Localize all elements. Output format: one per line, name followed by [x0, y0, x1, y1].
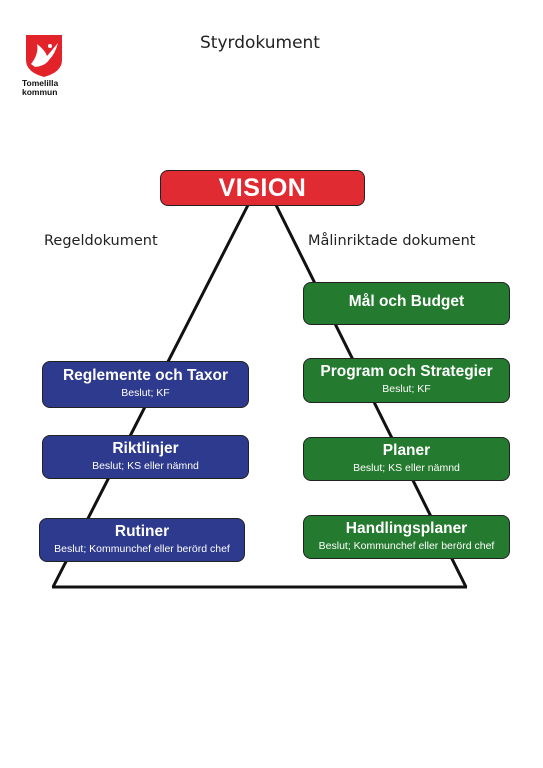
- logo-line-2: kommun: [22, 87, 58, 97]
- box-decision: Beslut; KS eller nämnd: [353, 462, 460, 474]
- box-decision: Beslut; Kommunchef eller berörd chef: [54, 543, 230, 555]
- logo-text: Tomelilla kommun: [22, 79, 72, 97]
- box-title: Rutiner: [114, 523, 170, 540]
- box-decision: Beslut; KS eller nämnd: [92, 460, 199, 472]
- box-title: Reglemente och Taxor: [62, 367, 229, 384]
- right-section-heading: Målinriktade dokument: [308, 233, 476, 249]
- rule-box-reglemente: Reglemente och Taxor Beslut; KF: [42, 361, 249, 408]
- box-decision: Beslut; Kommunchef eller berörd chef: [318, 540, 495, 552]
- box-title: Planer: [382, 442, 431, 459]
- rule-box-rutiner: Rutiner Beslut; Kommunchef eller berörd …: [39, 518, 245, 562]
- box-title: Program och Strategier: [320, 363, 493, 380]
- goal-box-mal-och-budget: Mål och Budget: [303, 282, 510, 325]
- red-bird-shield-icon: [26, 35, 62, 77]
- box-title: Riktlinjer: [112, 440, 179, 457]
- box-decision: Beslut; KF: [382, 383, 431, 395]
- goal-box-program: Program och Strategier Beslut; KF: [303, 358, 510, 403]
- logo-line-1: Tomelilla: [22, 78, 59, 88]
- box-title: Handlingsplaner: [345, 520, 468, 537]
- vision-label: VISION: [218, 174, 307, 202]
- vision-box: VISION: [160, 170, 365, 206]
- goal-box-handlingsplaner: Handlingsplaner Beslut; Kommunchef eller…: [303, 515, 510, 559]
- page-title: Styrdokument: [200, 33, 320, 53]
- rule-box-riktlinjer: Riktlinjer Beslut; KS eller nämnd: [42, 435, 249, 479]
- left-section-heading: Regeldokument: [44, 233, 158, 249]
- goal-box-planer: Planer Beslut; KS eller nämnd: [303, 437, 510, 481]
- box-title: Mål och Budget: [348, 293, 465, 310]
- box-decision: Beslut; KF: [121, 387, 170, 399]
